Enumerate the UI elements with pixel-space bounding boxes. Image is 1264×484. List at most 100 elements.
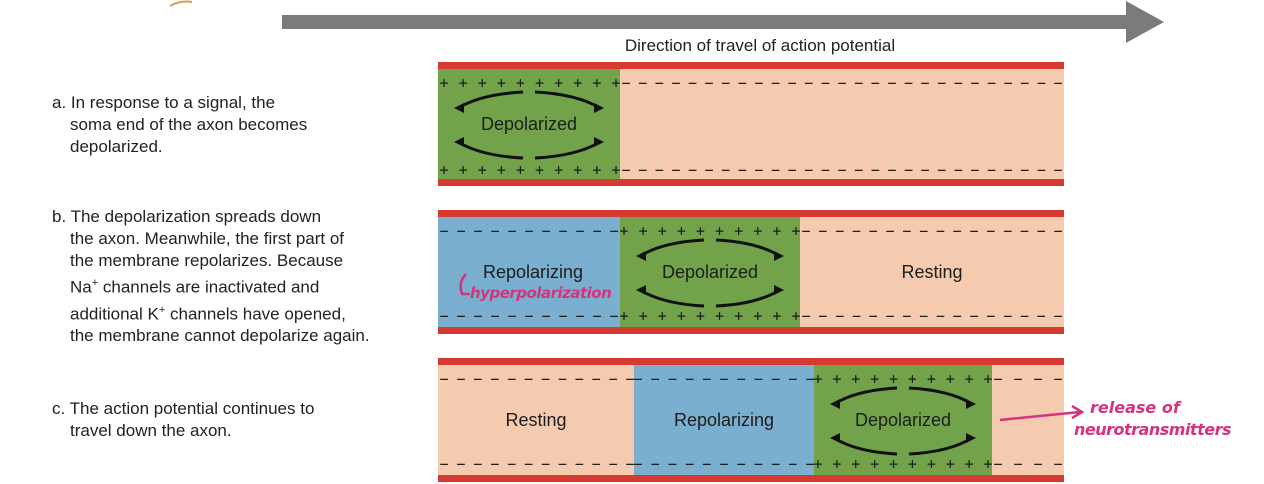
plus-charge: + [611,74,620,92]
minus-charge: − [1053,455,1062,473]
minus-charge: − [473,455,482,473]
minus-charge: − [524,307,533,325]
axon-panel-c: −−−−−−−−−−−− −−−−−−−−−−−− −−−−−−−−−−− −−… [438,358,1064,482]
plus-charges-top: ++++++++++ [439,74,620,92]
minus-charge: − [936,222,945,240]
minus-charge: − [702,455,711,473]
minus-charge: − [835,307,844,325]
plus-charge: + [658,222,667,240]
minus-charge: − [869,222,878,240]
plus-charge: + [478,161,487,179]
release-annotation-line1: release of [1090,398,1180,417]
plus-charge: + [734,222,743,240]
minus-charge: − [805,455,814,473]
plus-charges-bottom: ++++++++++ [813,455,992,473]
minus-charge: − [671,74,680,92]
minus-charge: − [558,455,567,473]
plus-charge: + [535,74,544,92]
minus-charge: − [1037,307,1046,325]
minus-charge: − [1053,222,1062,240]
plus-charge: + [851,455,860,473]
plus-charge: + [965,455,974,473]
plus-charge: + [813,455,822,473]
arrow-head [774,251,784,261]
plus-charge: + [459,161,468,179]
minus-charge: − [655,161,664,179]
plus-charge: + [573,74,582,92]
minus-charge: − [609,307,618,325]
minus-charge: − [738,161,747,179]
minus-charge: − [507,455,516,473]
minus-charge: − [904,74,913,92]
minus-charge: − [621,74,630,92]
minus-charge: − [871,161,880,179]
axon-a-graphic: ++++++++++ ++++++++++ −−−−−−−−−−−−−−−−−−… [438,62,1064,186]
hyperpolarization-annotation: hyperpolarization [470,284,612,302]
minus-charge: − [987,161,996,179]
arrow-head [454,103,464,113]
minus-charges-bottom-repol: −−−−−−−−−−− [633,455,814,473]
minus-charge: − [919,307,928,325]
minus-charge: − [1053,370,1062,388]
minus-charge: − [754,161,763,179]
arrow-head [594,103,604,113]
minus-charges-bottom-front: −−−− [993,455,1062,473]
minus-charge: − [821,74,830,92]
minus-charge: − [490,307,499,325]
current-arrows [830,386,976,456]
minus-charge: − [1037,161,1046,179]
minus-charge: − [575,307,584,325]
minus-charges-top-rest: −−−−−−−−−−−−−−−− [801,222,1062,240]
axon-b-graphic: −−−−−−−−−−− −−−−−−−−−−− ++++++++++ +++++… [438,210,1064,334]
arrow-head [966,433,976,443]
minus-charge: − [969,307,978,325]
minus-charge: − [936,307,945,325]
minus-charge: − [490,370,499,388]
minus-charge: − [541,307,550,325]
zone-label-depolarized: Depolarized [661,262,759,282]
plus-charge: + [983,370,992,388]
minus-charge: − [456,222,465,240]
plus-charge: + [592,161,601,179]
minus-charge: − [953,307,962,325]
minus-charge: − [609,455,618,473]
plus-charges-top: ++++++++++ [813,370,992,388]
minus-charge: − [993,455,1002,473]
minus-charge: − [439,370,448,388]
plus-charge: + [870,370,879,388]
plus-charge: + [832,455,841,473]
plus-charge: + [908,455,917,473]
minus-charge: − [754,370,763,388]
minus-charge: − [969,222,978,240]
minus-charge: − [885,222,894,240]
axon-panel-b: −−−−−−−−−−− −−−−−−−−−−− ++++++++++ +++++… [438,210,1064,334]
release-annotation-line2: neurotransmitters [1074,420,1231,439]
minus-charge: − [970,161,979,179]
minus-charge: − [456,307,465,325]
minus-charge: − [835,222,844,240]
minus-charge: − [705,74,714,92]
minus-charge: − [954,161,963,179]
minus-charge: − [719,370,728,388]
minus-charge: − [801,307,810,325]
minus-charge: − [993,370,1002,388]
plus-charge: + [791,222,800,240]
minus-charge: − [887,74,896,92]
plus-charge: + [983,455,992,473]
minus-charge: − [473,370,482,388]
minus-charge: − [954,74,963,92]
minus-charge: − [953,222,962,240]
minus-charge: − [919,222,928,240]
minus-charge: − [721,161,730,179]
minus-charge: − [625,455,634,473]
plus-charge: + [619,222,628,240]
minus-charge: − [1037,74,1046,92]
minus-charge: − [473,307,482,325]
minus-charge: − [854,74,863,92]
minus-charge: − [507,222,516,240]
plus-charge: + [658,307,667,325]
plus-charges-bottom: ++++++++++ [619,307,800,325]
minus-charges-bottom-rest: −−−−−−−−−−−−−−−− [801,307,1062,325]
minus-charge: − [651,455,660,473]
hyperpolarization-mark [459,273,470,296]
